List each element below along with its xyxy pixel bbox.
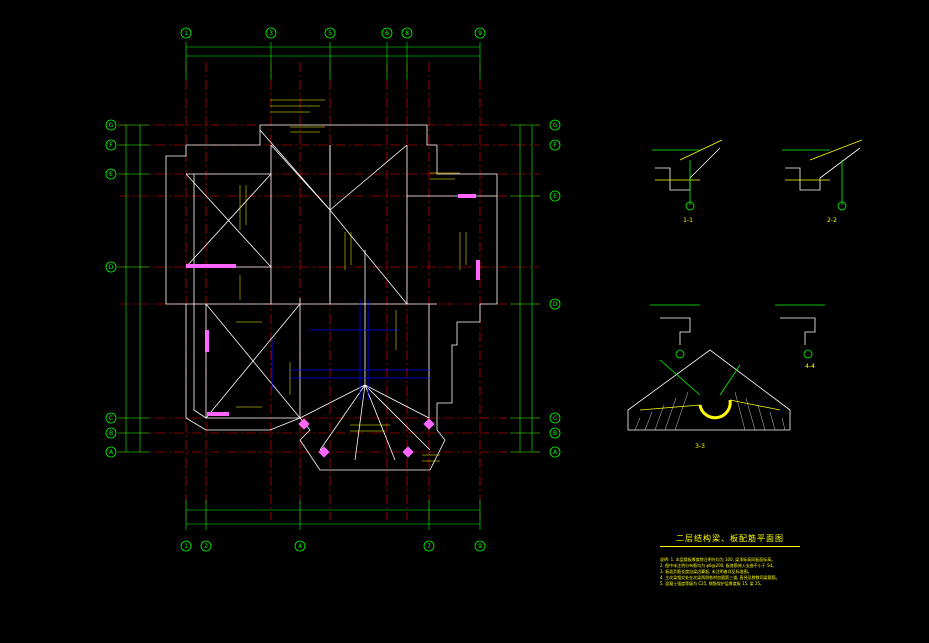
svg-text:G: G (553, 122, 558, 129)
svg-text:C: C (109, 415, 113, 422)
arch-detail (627, 349, 791, 431)
title-block: 二层结构梁、板配筋平面图 说明: 1. 本层楼板厚度除注明外均为 100, 梁顶… (660, 533, 800, 587)
floor-plan-outline (165, 124, 498, 471)
svg-text:7: 7 (427, 543, 431, 550)
svg-text:B: B (109, 430, 113, 437)
note-line: 5. 混凝土强度等级为 C25, 钢筋保护层厚度板 15, 梁 25。 (660, 581, 765, 586)
note-line: 2. 图中未注明分布筋均为 φ6@200, 板底筋伸入支座不小于 5d。 (660, 563, 777, 568)
section-detail-3-3 (650, 304, 825, 359)
beams (186, 194, 480, 458)
note-line: 3. 板面负筋长度自梁边算起, 未注明者详见标准图。 (660, 569, 752, 574)
svg-text:5: 5 (328, 30, 332, 37)
svg-text:2: 2 (204, 543, 208, 550)
section-detail-2-2-top (782, 139, 863, 211)
rebar-annotations (236, 99, 467, 462)
svg-text:2-2: 2-2 (827, 217, 837, 224)
dimension-lines (118, 42, 540, 530)
svg-text:1: 1 (184, 30, 188, 37)
svg-text:9: 9 (478, 543, 482, 550)
svg-text:9: 9 (478, 30, 482, 37)
svg-text:D: D (553, 301, 558, 308)
svg-text:E: E (553, 193, 557, 200)
axis-bubbles (105, 27, 561, 552)
svg-text:3: 3 (269, 30, 273, 37)
svg-text:4-4: 4-4 (805, 363, 815, 370)
svg-text:3-3: 3-3 (695, 443, 705, 450)
svg-text:1-1: 1-1 (683, 217, 693, 224)
svg-text:D: D (109, 264, 114, 271)
svg-text:F: F (553, 142, 557, 149)
drawing-title: 二层结构梁、板配筋平面图 (676, 534, 784, 543)
svg-text:B: B (553, 430, 557, 437)
svg-text:G: G (109, 122, 114, 129)
drawing-notes: 说明: 1. 本层楼板厚度除注明外均为 100, 梁顶标高同板面标高。 2. 图… (660, 557, 800, 587)
svg-text:C: C (553, 415, 557, 422)
note-line: 4. 主次梁相交处在次梁两侧各附加箍筋三道, 直径及肢数同梁箍筋。 (660, 575, 780, 580)
svg-text:8: 8 (405, 30, 409, 37)
svg-text:6: 6 (385, 30, 389, 37)
svg-text:A: A (109, 449, 114, 456)
hatch (634, 391, 786, 431)
section-labels: 1-1 2-2 3-3 4-4 (683, 217, 837, 450)
svg-text:F: F (109, 142, 113, 149)
svg-text:4: 4 (298, 543, 302, 550)
axis-labels: 1 3 5 6 8 9 1 2 4 7 9 G F E D C B A G F … (109, 30, 558, 550)
note-line: 说明: 1. 本层楼板厚度除注明外均为 100, 梁顶标高同板面标高。 (660, 557, 776, 562)
svg-text:E: E (109, 171, 113, 178)
rebar-lines (271, 300, 430, 400)
svg-text:1: 1 (184, 543, 188, 550)
section-detail-1-1 (652, 139, 723, 211)
svg-text:A: A (553, 449, 558, 456)
